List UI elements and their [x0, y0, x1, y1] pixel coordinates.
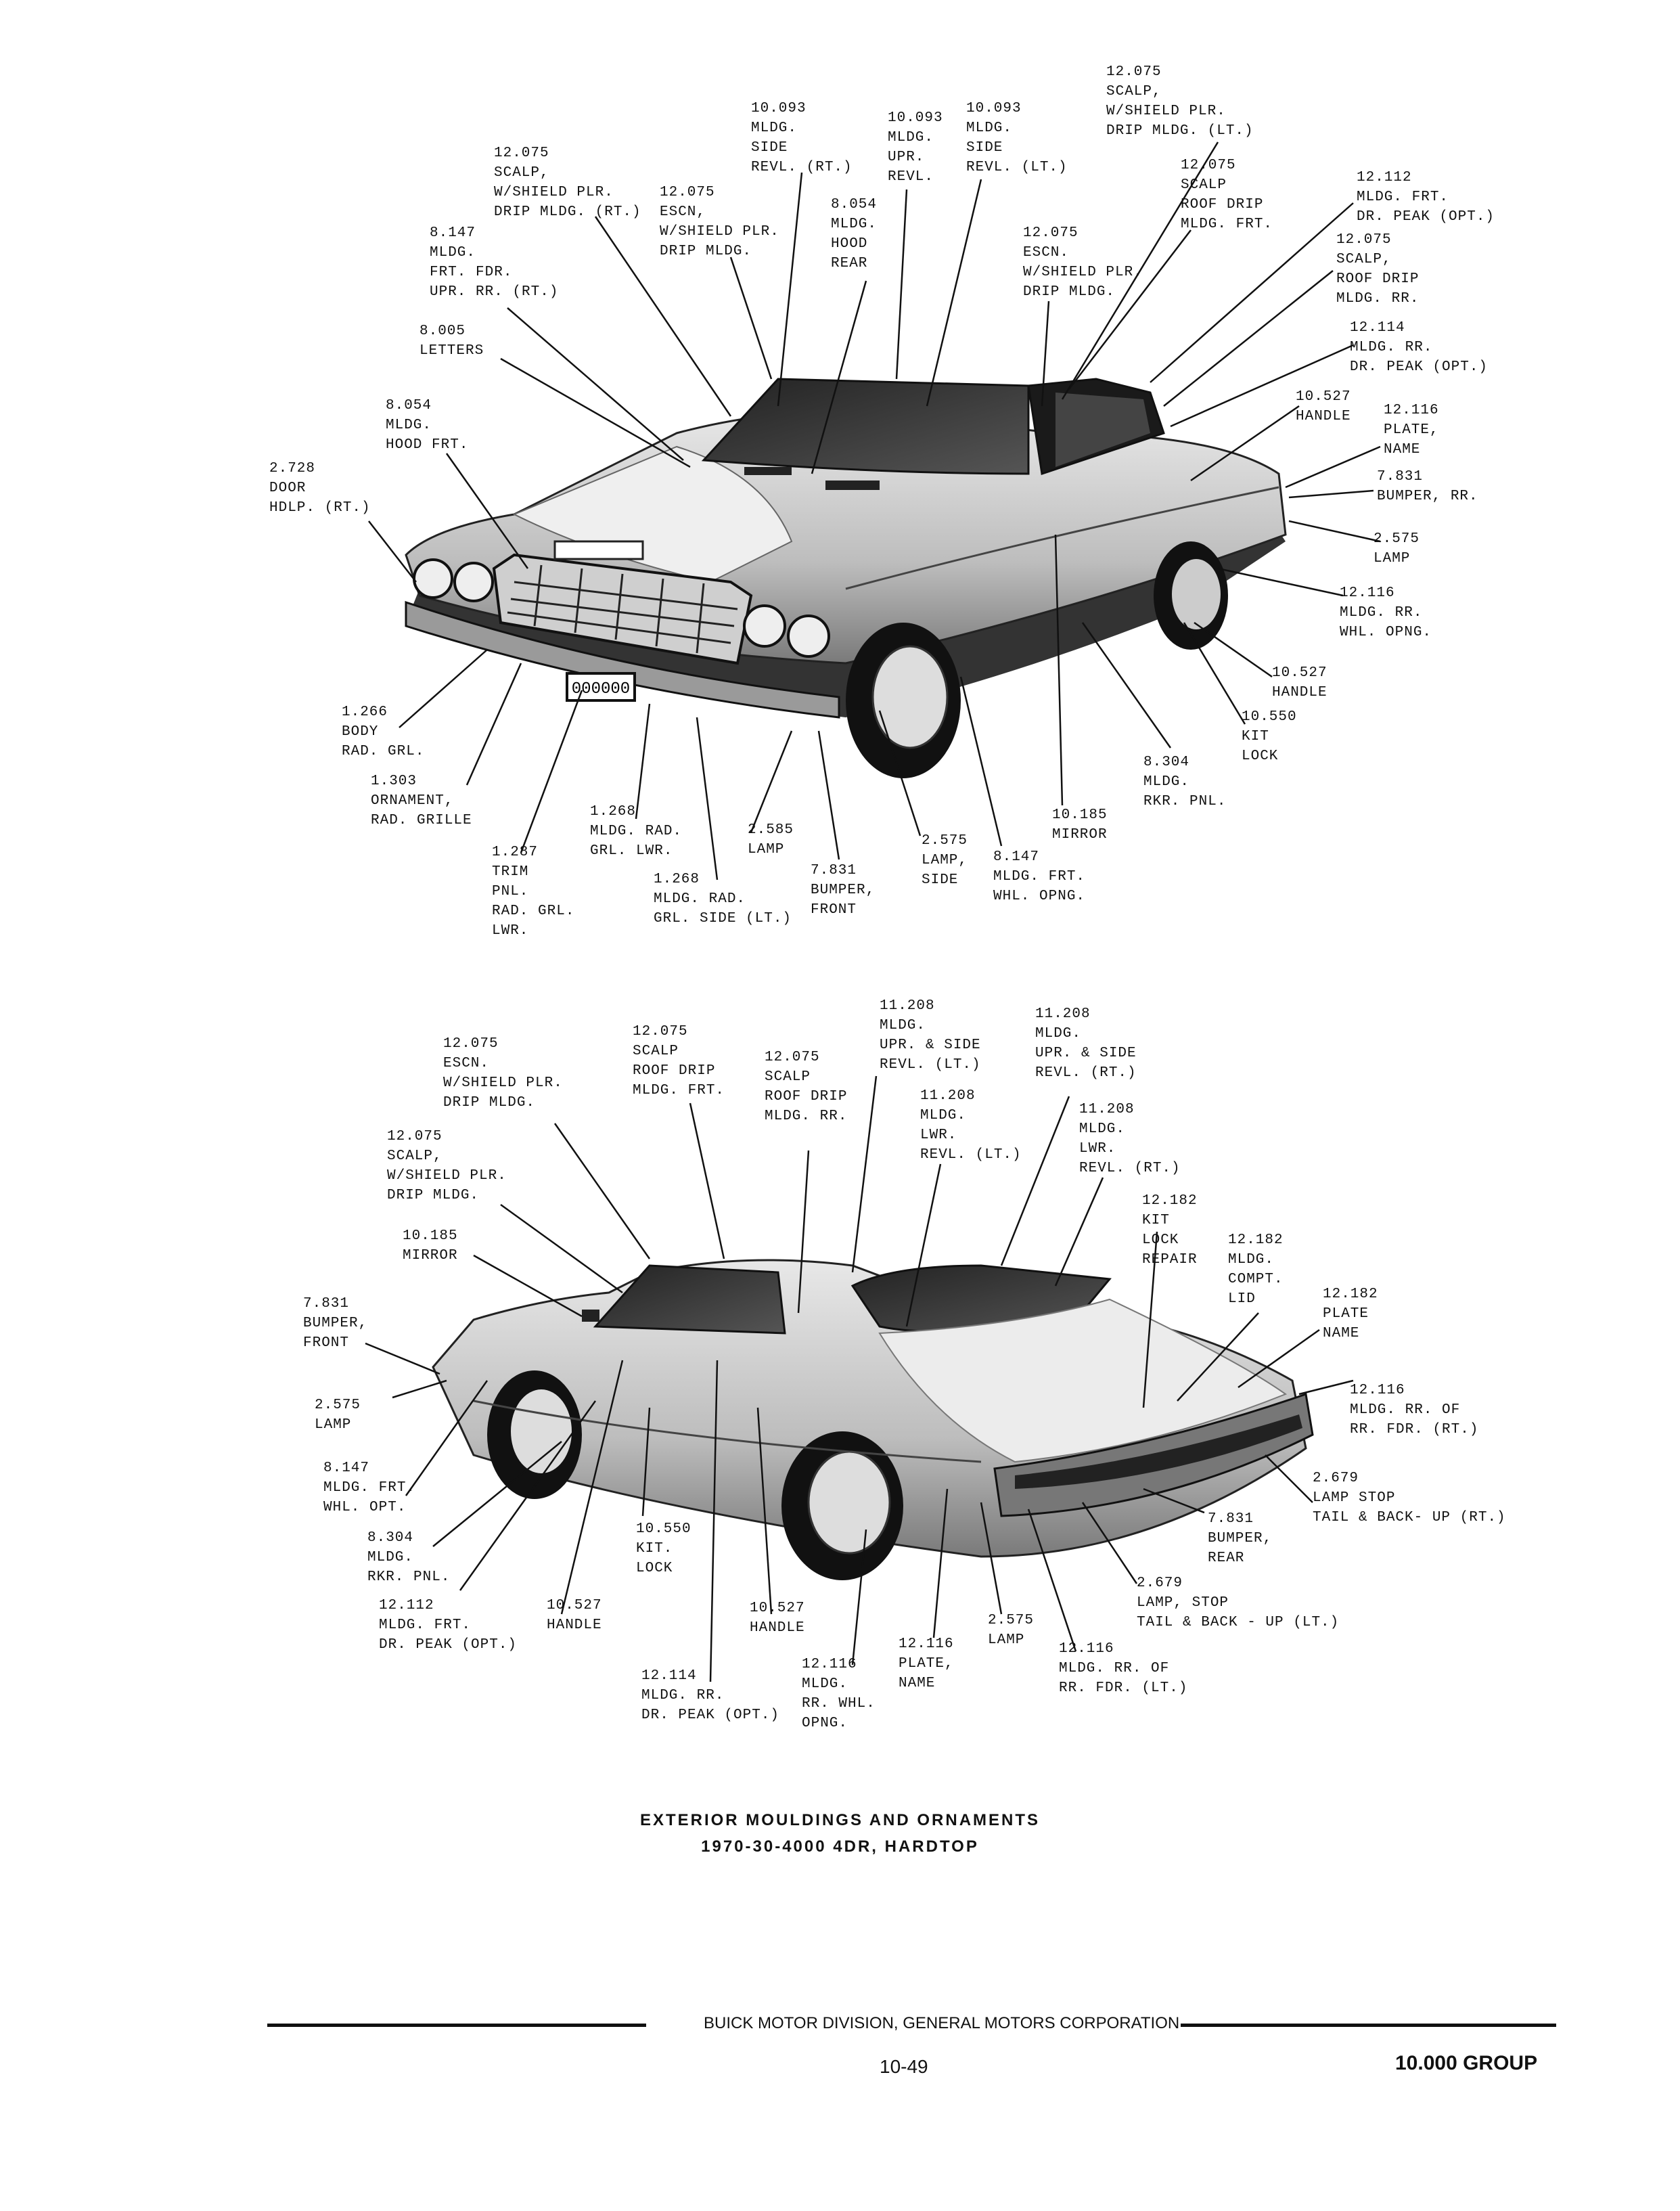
footer-group: 10.000 GROUP	[1395, 2052, 1538, 2074]
leader-lines	[365, 141, 1381, 1682]
svg-text:000000: 000000	[572, 680, 630, 698]
footer-rule-right	[1181, 2024, 1556, 2027]
footer-rule-left	[267, 2024, 646, 2027]
footer-page-number: 10-49	[880, 2056, 928, 2077]
bottom-car-illustration	[432, 1259, 1314, 1580]
figure-caption-line1: EXTERIOR MOULDINGS AND ORNAMENTS	[639, 1811, 1041, 1829]
license-plate: 000000	[566, 672, 636, 702]
figure-caption-line2: 1970-30-4000 4DR, HARDTOP	[701, 1837, 979, 1856]
footer-division: BUICK MOTOR DIVISION, GENERAL MOTORS COR…	[704, 2014, 1180, 2032]
top-car-illustration	[405, 378, 1287, 778]
